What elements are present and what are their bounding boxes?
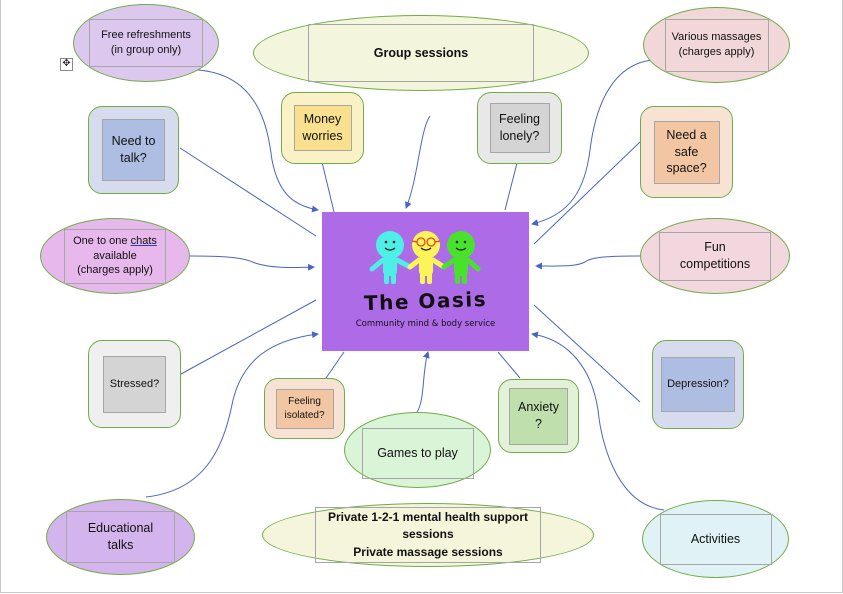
node-fun-competitions-label: Fun competitions [659, 231, 771, 281]
one-to-one-prefix: One to one [73, 234, 131, 247]
one-to-one-suffix: available (charges apply) [77, 249, 153, 277]
node-various-massages-label: Various massages (charges apply) [664, 18, 769, 72]
node-educational-talks[interactable]: Educational talks [46, 499, 195, 575]
node-anxiety-label: Anxiety ? [509, 387, 568, 445]
center-oasis-logo: The Oasis Community mind & body service [322, 212, 529, 351]
node-fun-competitions[interactable]: Fun competitions [640, 218, 790, 294]
node-stressed[interactable]: Stressed? [88, 340, 181, 428]
connector-money [321, 161, 335, 213]
node-private-sessions[interactable]: Private 1-2-1 mental health support sess… [262, 503, 594, 567]
center-subtitle: Community mind & body service [355, 319, 496, 329]
connector-isolated [325, 351, 345, 379]
connector-group-sessions [405, 115, 431, 209]
connector-stressed [180, 299, 317, 375]
connector-massages [531, 59, 653, 227]
people-holding-hands-icon [369, 231, 481, 284]
node-need-safe-space[interactable]: Need a safe space? [640, 106, 733, 198]
connector-lonely [504, 162, 518, 211]
connector-safe-space [533, 141, 641, 245]
node-money-worries[interactable]: Money worries [281, 92, 364, 164]
node-feeling-lonely[interactable]: Feeling lonely? [477, 92, 562, 164]
node-one-to-one-chats-label: One to one chats available (charges appl… [64, 228, 166, 284]
one-to-one-line1: One to one chats [73, 234, 157, 249]
connector-educational [145, 331, 319, 498]
connector-games [416, 351, 430, 413]
node-games-to-play-label: Games to play [361, 427, 474, 479]
cyan-person-icon [369, 231, 413, 284]
node-stressed-label: Stressed? [103, 355, 166, 413]
node-activities[interactable]: Activities [642, 500, 789, 578]
node-educational-talks-label: Educational talks [66, 511, 175, 563]
connector-depression [533, 304, 641, 403]
connector-anxiety [497, 351, 521, 379]
connector-activities [531, 331, 665, 511]
connector-fun [535, 255, 641, 270]
green-person-icon [441, 231, 481, 284]
node-need-to-talk-label: Need to talk? [102, 119, 165, 181]
node-need-safe-space-label: Need a safe space? [653, 120, 720, 184]
node-feeling-isolated-label: Feeling isolated? [275, 388, 334, 429]
node-games-to-play[interactable]: Games to play [344, 412, 491, 488]
node-free-refreshments-label: Free refreshments (in group only) [89, 19, 203, 67]
node-need-to-talk[interactable]: Need to talk? [88, 106, 179, 194]
node-one-to-one-chats[interactable]: One to one chats available (charges appl… [40, 218, 190, 294]
node-feeling-isolated[interactable]: Feeling isolated? [264, 378, 345, 439]
connector-one-to-one [189, 255, 315, 271]
node-private-sessions-label: Private 1-2-1 mental health support sess… [315, 507, 541, 563]
node-anxiety[interactable]: Anxiety ? [498, 379, 579, 453]
move-handle-icon[interactable]: ✥ [60, 58, 73, 71]
node-group-sessions-label: Group sessions [308, 24, 534, 82]
node-money-worries-label: Money worries [293, 105, 352, 151]
node-group-sessions[interactable]: Group sessions [253, 15, 589, 91]
node-various-massages[interactable]: Various massages (charges apply) [643, 7, 790, 83]
node-activities-label: Activities [659, 513, 772, 565]
connector-need-to-talk [179, 147, 317, 237]
connector-refreshments [197, 69, 319, 213]
node-depression[interactable]: Depression? [652, 340, 744, 429]
node-feeling-lonely-label: Feeling lonely? [489, 103, 550, 153]
node-free-refreshments[interactable]: Free refreshments (in group only) [73, 4, 219, 82]
chats-link[interactable]: chats [130, 234, 157, 247]
node-depression-label: Depression? [661, 357, 735, 412]
yellow-person-icon [407, 231, 447, 284]
